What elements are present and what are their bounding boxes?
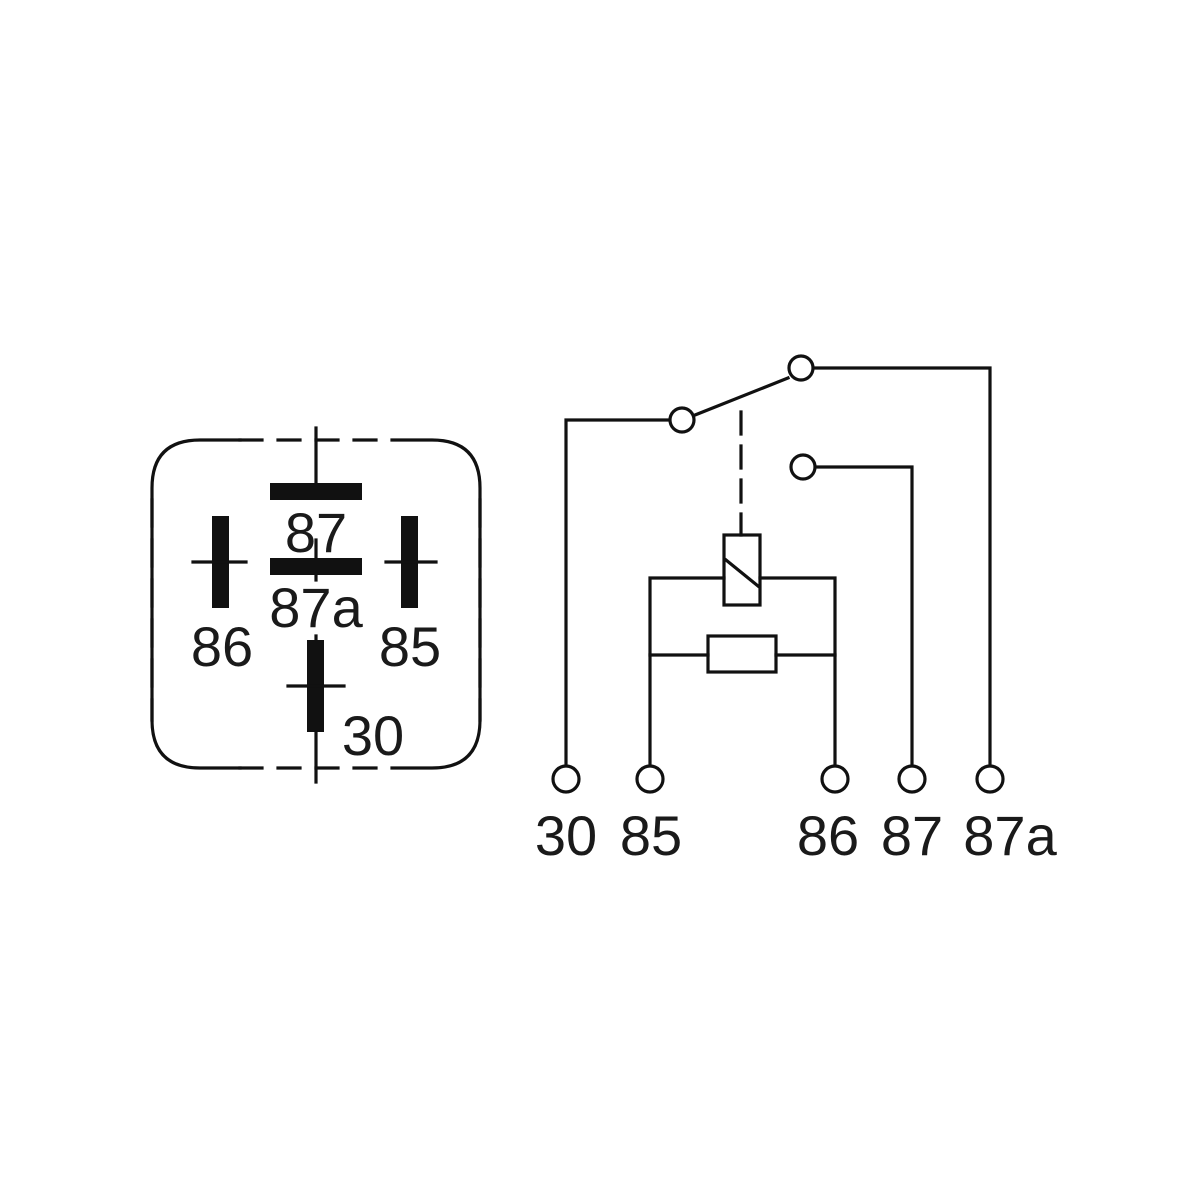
- pin-87-blade: [270, 483, 362, 500]
- terminal-86-label: 86: [797, 804, 859, 867]
- terminal-87a-label: 87a: [963, 804, 1057, 867]
- terminal-30: [551, 764, 581, 794]
- terminal-85: [635, 764, 665, 794]
- terminal-87a: [975, 764, 1005, 794]
- relay-schematic: 30 85 86 87 87a: [535, 354, 1058, 867]
- terminal-86: [820, 764, 850, 794]
- wire-30-to-common: [564, 418, 672, 768]
- pin-87a-label: 87a: [269, 576, 363, 639]
- resistor-symbol: [706, 634, 778, 674]
- pin-30-label: 30: [342, 704, 404, 767]
- switch-common-contact: [668, 406, 696, 434]
- terminal-30-label: 30: [535, 804, 597, 867]
- coil-symbol: [722, 533, 762, 607]
- pin-87a-blade: [270, 558, 362, 575]
- terminal-87-label: 87: [881, 804, 943, 867]
- terminal-85-label: 85: [620, 804, 682, 867]
- wire-coil-right: [758, 576, 837, 768]
- pin-86-label: 86: [191, 615, 253, 678]
- wire-coil-left: [648, 576, 726, 768]
- coil-diagonal: [723, 557, 761, 589]
- relay-footprint: 87 87a 86 85 30: [150, 426, 482, 784]
- wire-87-contact: [812, 366, 992, 768]
- switch-87a-contact: [789, 453, 817, 481]
- switch-lever: [692, 375, 791, 418]
- wire-87a-contact: [814, 465, 914, 768]
- pin-87-label: 87: [285, 501, 347, 564]
- terminal-87: [897, 764, 927, 794]
- switch-87-contact: [787, 354, 815, 382]
- pin-85-label: 85: [379, 615, 441, 678]
